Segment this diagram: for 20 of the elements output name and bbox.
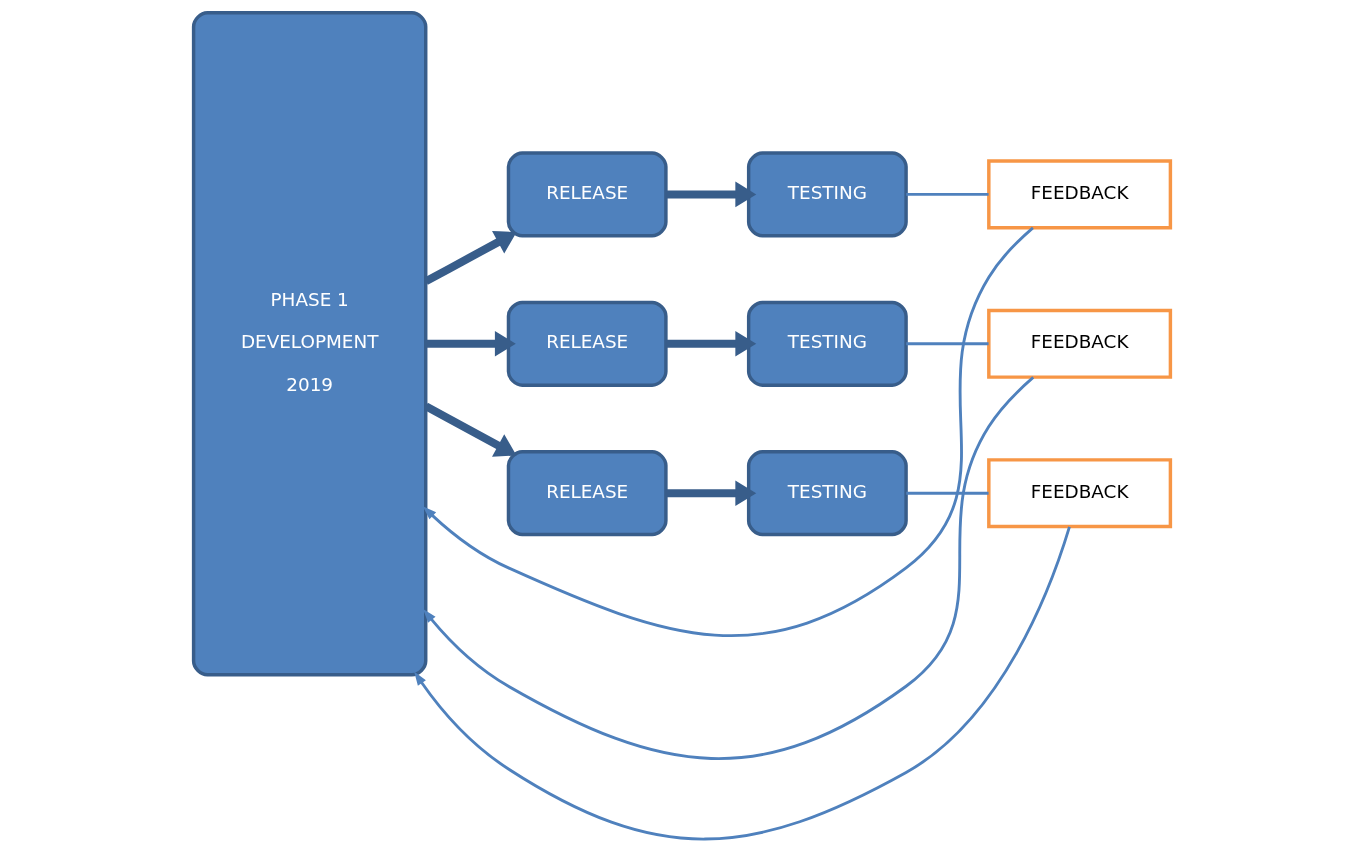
arrow (665, 181, 756, 208)
arrow (413, 526, 1071, 841)
arrow (665, 331, 756, 357)
node-box: FEEDBACK (986, 308, 1172, 379)
arrow (422, 226, 1034, 637)
arrow (422, 376, 1034, 760)
node-box: PHASE 1 DEVELOPMENT 2019 (191, 11, 427, 677)
node-box: TESTING (746, 151, 908, 238)
node-box: TESTING (746, 300, 908, 387)
arrow (665, 480, 756, 507)
node-box: TESTING (746, 450, 908, 537)
connector (905, 193, 989, 196)
node-box: RELEASE (506, 450, 668, 537)
node-box: FEEDBACK (986, 159, 1172, 230)
connector (905, 491, 989, 495)
node-box: RELEASE (506, 151, 668, 238)
node-box: RELEASE (506, 300, 668, 387)
node-box: FEEDBACK (986, 458, 1172, 529)
arrow (425, 331, 516, 357)
connector (905, 342, 989, 346)
